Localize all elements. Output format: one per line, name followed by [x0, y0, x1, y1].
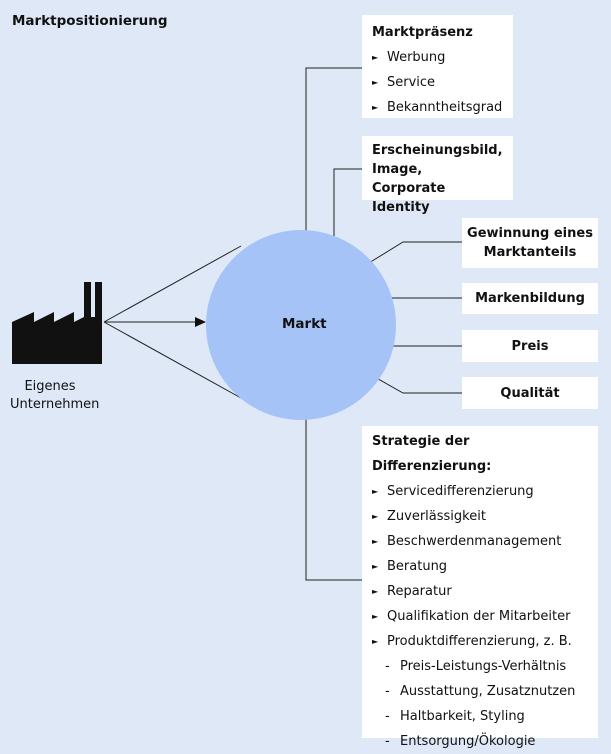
list-item: Werbung [372, 45, 503, 70]
box-erscheinungsbild-line1: Erscheinungsbild, [372, 143, 503, 158]
list-item: Reparatur [372, 579, 588, 604]
factory-icon [12, 282, 102, 364]
list-item: Qualifikation der Mitarbeiter [372, 604, 588, 629]
box-erscheinungsbild-line3: Corporate Identity [372, 181, 446, 215]
box-preis: Preis [462, 330, 598, 362]
list-item: Bekanntheitsgrad [372, 95, 503, 120]
box-markenbildung: Markenbildung [462, 283, 598, 314]
factory-line-lower [103, 321, 242, 399]
box-marktpraesenz-list: Werbung Service Bekanntheitsgrad [372, 45, 503, 120]
list-item: Beschwerdenmanagement [372, 529, 588, 554]
box-gewinnung-line2: Marktanteils [483, 245, 577, 260]
sub-list-item: Entsorgung/Ökologie [372, 729, 588, 754]
box-erscheinungsbild-line2: Image, [372, 162, 423, 177]
sub-list-item: Haltbarkeit, Styling [372, 704, 588, 729]
connector-strategie [305, 396, 362, 581]
company-label: Eigenes Unternehmen [10, 378, 100, 414]
factory-line-upper [103, 245, 242, 323]
box-marktpraesenz-title: Marktpräsenz [372, 25, 473, 40]
list-item: Zuverlässigkeit [372, 504, 588, 529]
list-item: Produktdifferenzierung, z. B. [372, 629, 588, 654]
company-label-line1: Eigenes [24, 379, 76, 394]
connector-gewinnung [363, 241, 462, 267]
sub-list-item: Ausstattung, Zusatznutzen [372, 679, 588, 704]
company-label-line2: Unternehmen [10, 397, 100, 412]
list-item: Servicedifferenzierung [372, 479, 588, 504]
sub-list-item: Preis-Leistungs-Verhältnis [372, 654, 588, 679]
box-gewinnung: Gewinnung eines Marktanteils [462, 218, 598, 268]
box-qualitaet: Qualität [462, 377, 598, 409]
connector-praesenz [305, 67, 362, 252]
box-strategie-list: Servicedifferenzierung Zuverlässigkeit B… [372, 479, 588, 754]
list-item: Service [372, 70, 503, 95]
connector-erscheinung [333, 168, 362, 252]
arrowhead [195, 317, 206, 327]
market-circle [206, 230, 396, 420]
box-marktpraesenz: Marktpräsenz Werbung Service Bekanntheit… [362, 15, 513, 120]
box-strategie: Strategie der Differenzierung: Servicedi… [362, 426, 598, 754]
diagram-title: Marktpositionierung [12, 13, 168, 29]
box-strategie-title: Strategie der Differenzierung: [372, 434, 492, 474]
list-item: Beratung [372, 554, 588, 579]
box-gewinnung-line1: Gewinnung eines [467, 226, 593, 241]
market-label: Markt [282, 316, 327, 332]
box-erscheinungsbild: Erscheinungsbild, Image, Corporate Ident… [362, 136, 513, 215]
